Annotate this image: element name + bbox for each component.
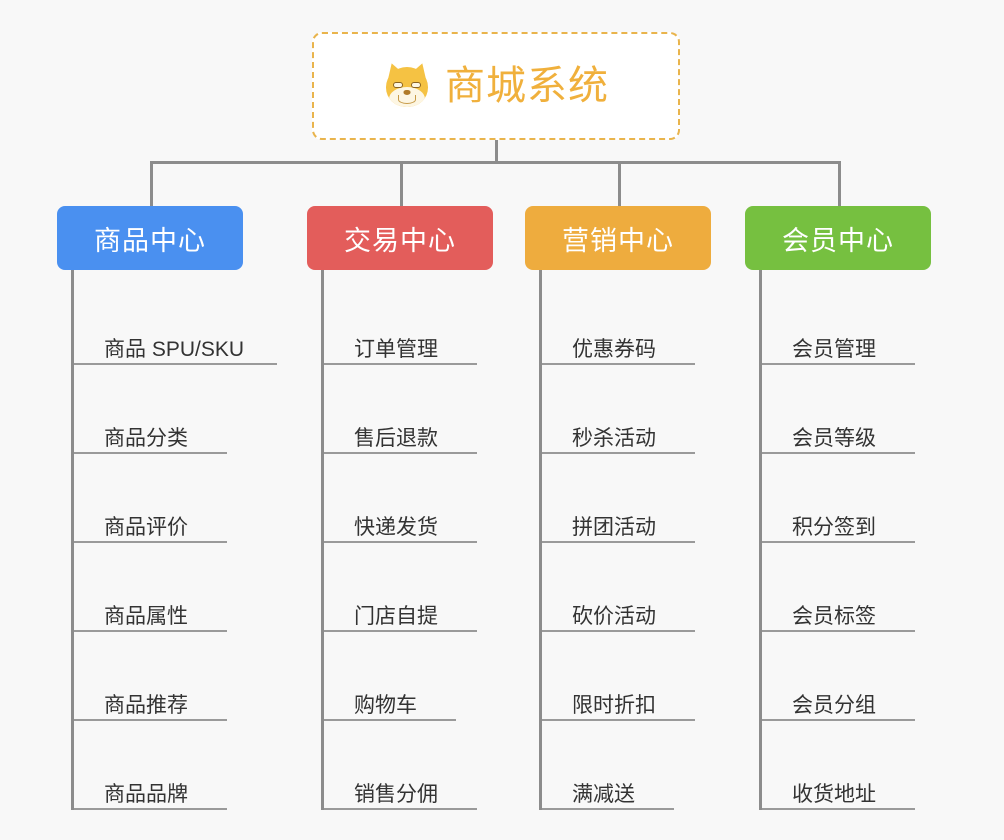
leaf-item-label: 会员分组 xyxy=(792,693,876,717)
leaf-item[interactable]: 销售分佣 xyxy=(324,721,493,810)
category-box-1[interactable]: 商品中心 xyxy=(57,206,243,270)
leaf-item[interactable]: 会员管理 xyxy=(762,276,931,365)
leaf-item[interactable]: 商品分类 xyxy=(74,365,243,454)
leaf-item-label: 商品属性 xyxy=(104,604,188,628)
leaf-item[interactable]: 秒杀活动 xyxy=(542,365,711,454)
leaf-item-label: 商品品牌 xyxy=(104,782,188,806)
category-label: 商品中心 xyxy=(94,225,206,256)
leaf-item[interactable]: 商品评价 xyxy=(74,454,243,543)
leaf-item[interactable]: 收货地址 xyxy=(762,721,931,810)
leaf-item-label: 门店自提 xyxy=(354,604,438,628)
leaf-item[interactable]: 商品推荐 xyxy=(74,632,243,721)
leaf-item-label: 秒杀活动 xyxy=(572,426,656,450)
leaf-item-label: 商品评价 xyxy=(104,515,188,539)
leaf-item-underline xyxy=(74,541,227,543)
leaf-item-label: 优惠券码 xyxy=(572,337,656,361)
root-title: 商城系统 xyxy=(445,64,609,108)
root-node[interactable]: 商城系统 xyxy=(312,32,680,140)
leaf-item-label: 满减送 xyxy=(572,782,635,806)
leaf-item[interactable]: 会员标签 xyxy=(762,543,931,632)
category-box-2[interactable]: 交易中心 xyxy=(307,206,493,270)
connector-horizontal-bus xyxy=(150,161,839,164)
leaf-item[interactable]: 拼团活动 xyxy=(542,454,711,543)
leaf-item-label: 收货地址 xyxy=(792,782,876,806)
category-column-2: 交易中心订单管理售后退款快递发货门店自提购物车销售分佣 xyxy=(307,206,493,810)
leaf-list-2: 订单管理售后退款快递发货门店自提购物车销售分佣 xyxy=(321,270,493,810)
leaf-item-label: 会员标签 xyxy=(792,604,876,628)
leaf-item-label: 销售分佣 xyxy=(354,782,438,806)
connector-root-stem xyxy=(495,140,498,163)
leaf-item-underline xyxy=(324,719,456,721)
leaf-item-label: 商品分类 xyxy=(104,426,188,450)
leaf-item-label: 订单管理 xyxy=(354,337,438,361)
leaf-item-label: 商品推荐 xyxy=(104,693,188,717)
leaf-item[interactable]: 砍价活动 xyxy=(542,543,711,632)
category-column-3: 营销中心优惠券码秒杀活动拼团活动砍价活动限时折扣满减送 xyxy=(525,206,711,810)
leaf-item[interactable]: 门店自提 xyxy=(324,543,493,632)
connector-drop-3 xyxy=(618,161,621,206)
category-column-4: 会员中心会员管理会员等级积分签到会员标签会员分组收货地址 xyxy=(745,206,931,810)
leaf-item-underline xyxy=(762,719,915,721)
leaf-item-underline xyxy=(542,808,674,810)
leaf-item[interactable]: 会员分组 xyxy=(762,632,931,721)
leaf-item[interactable]: 售后退款 xyxy=(324,365,493,454)
leaf-item[interactable]: 快递发货 xyxy=(324,454,493,543)
leaf-item[interactable]: 优惠券码 xyxy=(542,276,711,365)
leaf-item-label: 快递发货 xyxy=(354,515,438,539)
category-column-1: 商品中心商品 SPU/SKU 商品分类商品评价商品属性商品推荐商品品牌 xyxy=(57,206,277,810)
leaf-list-1: 商品 SPU/SKU 商品分类商品评价商品属性商品推荐商品品牌 xyxy=(71,270,277,810)
connector-drop-1 xyxy=(150,161,153,206)
leaf-item[interactable]: 商品 SPU/SKU xyxy=(74,276,277,365)
leaf-item[interactable]: 商品属性 xyxy=(74,543,243,632)
leaf-item-underline xyxy=(324,363,477,365)
leaf-item-underline xyxy=(762,363,915,365)
leaf-item-label: 购物车 xyxy=(354,693,417,717)
category-box-4[interactable]: 会员中心 xyxy=(745,206,931,270)
leaf-item-label: 积分签到 xyxy=(792,515,876,539)
leaf-item[interactable]: 购物车 xyxy=(324,632,493,721)
leaf-item-underline xyxy=(324,452,477,454)
leaf-item-label: 砍价活动 xyxy=(572,604,656,628)
leaf-item-underline xyxy=(324,630,477,632)
leaf-item-underline xyxy=(74,808,227,810)
leaf-item[interactable]: 限时折扣 xyxy=(542,632,711,721)
leaf-item-label: 会员管理 xyxy=(792,337,876,361)
leaf-list-3: 优惠券码秒杀活动拼团活动砍价活动限时折扣满减送 xyxy=(539,270,711,810)
category-box-3[interactable]: 营销中心 xyxy=(525,206,711,270)
leaf-item-label: 售后退款 xyxy=(354,426,438,450)
leaf-item-underline xyxy=(542,363,695,365)
leaf-item-underline xyxy=(762,452,915,454)
leaf-item-underline xyxy=(762,808,915,810)
category-label: 交易中心 xyxy=(344,225,456,256)
leaf-item-underline xyxy=(74,363,277,365)
connector-drop-4 xyxy=(838,161,841,206)
leaf-item[interactable]: 积分签到 xyxy=(762,454,931,543)
leaf-item-underline xyxy=(542,452,695,454)
leaf-item-underline xyxy=(762,630,915,632)
leaf-item-label: 商品 SPU/SKU xyxy=(104,337,245,361)
leaf-item-underline xyxy=(542,541,695,543)
leaf-item-underline xyxy=(762,541,915,543)
leaf-item-underline xyxy=(74,630,227,632)
leaf-item-underline xyxy=(324,541,477,543)
leaf-item[interactable]: 满减送 xyxy=(542,721,711,810)
category-label: 会员中心 xyxy=(782,225,894,256)
leaf-item-label: 拼团活动 xyxy=(572,515,656,539)
leaf-item-underline xyxy=(324,808,477,810)
shiba-dog-face-icon xyxy=(383,60,431,110)
leaf-item-label: 会员等级 xyxy=(792,426,876,450)
leaf-item-underline xyxy=(542,719,695,721)
leaf-item-label: 限时折扣 xyxy=(572,693,656,717)
category-label: 营销中心 xyxy=(562,225,674,256)
leaf-item-underline xyxy=(74,719,227,721)
leaf-item[interactable]: 商品品牌 xyxy=(74,721,243,810)
leaf-item[interactable]: 订单管理 xyxy=(324,276,493,365)
leaf-item[interactable]: 会员等级 xyxy=(762,365,931,454)
leaf-list-4: 会员管理会员等级积分签到会员标签会员分组收货地址 xyxy=(759,270,931,810)
leaf-item-underline xyxy=(542,630,695,632)
connector-drop-2 xyxy=(400,161,403,206)
leaf-item-underline xyxy=(74,452,227,454)
